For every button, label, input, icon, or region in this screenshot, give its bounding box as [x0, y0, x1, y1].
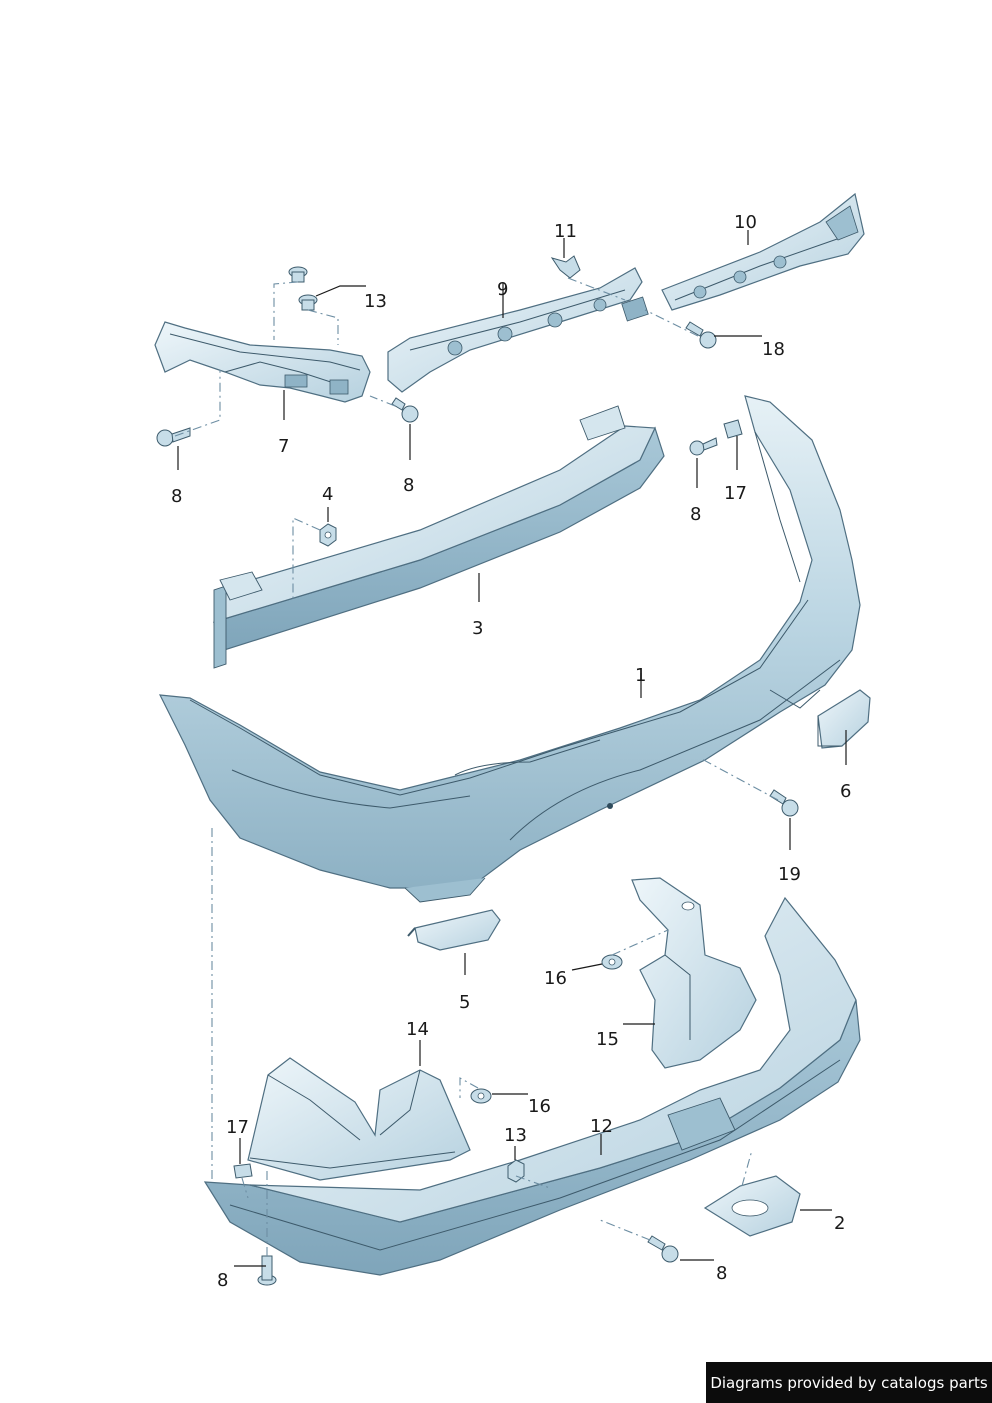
- part-2-tow-hook-cover: [703, 1175, 801, 1237]
- callout-13-lower: 13: [504, 1125, 527, 1146]
- assembly-lines: [174, 277, 779, 1256]
- callout-10: 10: [734, 212, 757, 233]
- leader-lines: [177, 230, 847, 1267]
- part-15-wheelhouse-liner-right: [631, 877, 757, 1069]
- fasteners: [156, 255, 799, 1286]
- callout-17-lower: 17: [226, 1117, 249, 1138]
- attribution-text: Diagrams provided by catalogs parts: [710, 1373, 988, 1392]
- screw-8-bottom-left: [257, 1255, 277, 1286]
- part-6-right-reflector: [817, 689, 871, 749]
- nut-4: [319, 523, 337, 547]
- clip-13-upper: [288, 266, 318, 311]
- callout-18: 18: [762, 339, 785, 360]
- callout-3: 3: [472, 618, 483, 639]
- callout-6: 6: [840, 781, 851, 802]
- part-9-center-bracket: [387, 267, 649, 393]
- callout-19: 19: [778, 864, 801, 885]
- callout-8-center: 8: [403, 475, 414, 496]
- callout-16-left: 16: [528, 1096, 551, 1117]
- part-1-bumper-cover: [158, 395, 861, 903]
- screw-8-left: [156, 427, 191, 447]
- callout-11: 11: [554, 221, 577, 242]
- part-12-lower-valance: [203, 896, 861, 1276]
- screw-8-right: [689, 437, 718, 456]
- nut-16-right: [601, 954, 623, 970]
- screw-8-bottom-right: [647, 1235, 679, 1263]
- callout-15: 15: [596, 1029, 619, 1050]
- callout-16-right: 16: [544, 968, 567, 989]
- clip-17-upper: [723, 419, 743, 439]
- callout-8-right: 8: [690, 504, 701, 525]
- part-3-impact-bar: [213, 405, 665, 669]
- callout-2: 2: [834, 1213, 845, 1234]
- part-5-left-reflector: [407, 909, 501, 951]
- callout-9: 9: [497, 279, 508, 300]
- callout-1: 1: [635, 665, 646, 686]
- part-10-right-bracket: [661, 192, 865, 311]
- part-14-wheelhouse-liner-left: [247, 1057, 471, 1181]
- callout-13-upper: 13: [364, 291, 387, 312]
- callout-14: 14: [406, 1019, 429, 1040]
- callout-8-left: 8: [171, 486, 182, 507]
- callout-8-bottom-right: 8: [716, 1263, 727, 1284]
- nut-16-left: [470, 1088, 492, 1104]
- clip-11: [550, 255, 581, 279]
- clip-13-lower: [507, 1159, 525, 1183]
- callout-8-bottom-left: 8: [217, 1270, 228, 1291]
- clip-17-lower: [233, 1163, 253, 1179]
- screw-8-center: [391, 397, 419, 423]
- callout-17-upper: 17: [724, 483, 747, 504]
- screw-18: [685, 321, 717, 349]
- callout-4: 4: [322, 484, 333, 505]
- callout-7: 7: [278, 436, 289, 457]
- screw-19: [769, 789, 799, 817]
- callout-labels: 1 2 3 4 5 6 7 8 8 8 8 8 9 10 11 12 13 13…: [171, 212, 851, 1291]
- attribution-footer: Diagrams provided by catalogs parts: [706, 1362, 992, 1403]
- callout-5: 5: [459, 992, 470, 1013]
- callout-12: 12: [590, 1116, 613, 1137]
- part-7-left-bracket: [154, 321, 371, 403]
